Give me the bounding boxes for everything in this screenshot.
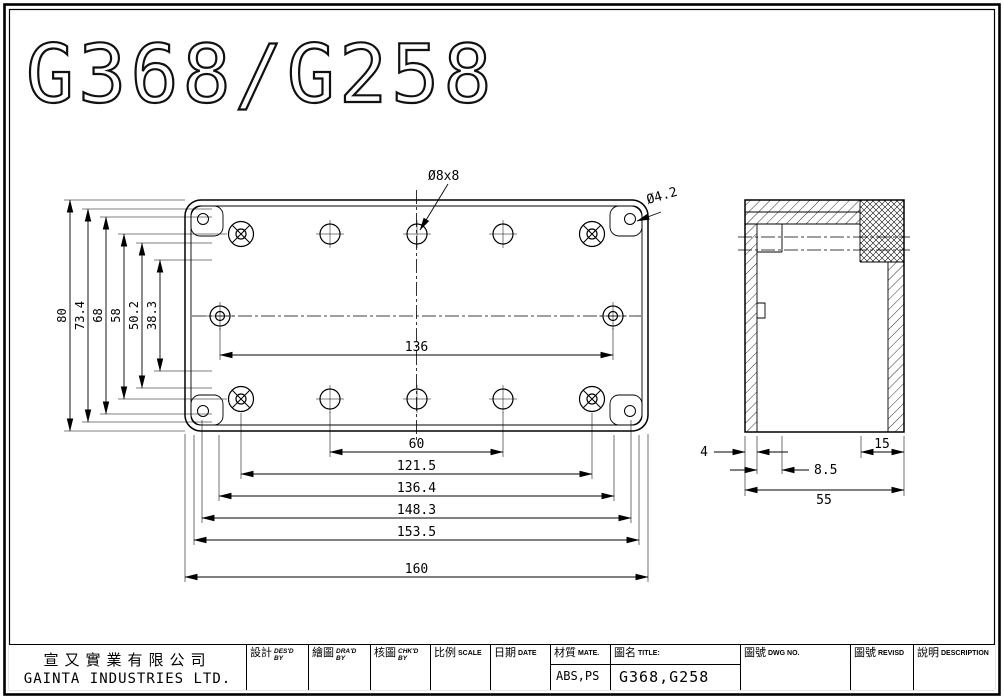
title-block: 宣又實業有限公司 GAINTA INDUSTRIES LTD. 設計 DES'D… (9, 644, 995, 690)
dim-58: 58 (109, 308, 123, 322)
dimension-lines (66, 199, 649, 581)
scale-cell: 比例 SCALE (431, 645, 491, 690)
dim-50-2: 50.2 (127, 301, 141, 330)
date-label-en: DATE (518, 650, 537, 657)
dwg-no-cell: 圖號 DWG NO. (741, 645, 851, 690)
revision-cell: 圖號 REVISD (851, 645, 914, 690)
revision-label-en: REVISD (878, 650, 905, 657)
drawing-name-label-cn: 圖名 (614, 647, 636, 659)
dim-73-4: 73.4 (73, 301, 87, 330)
drawn-label-cn: 繪圖 (312, 647, 334, 659)
centerlines (192, 190, 641, 442)
dwg-no-label-en: DWG NO. (768, 650, 800, 657)
leader-lines (419, 183, 662, 231)
checked-label-en2: BY (398, 655, 408, 663)
dim-136: 136 (405, 340, 428, 355)
dim-148-3: 148.3 (397, 503, 436, 518)
dim-121-5: 121.5 (397, 459, 436, 474)
dim-153-5: 153.5 (397, 525, 436, 540)
company-name-cn: 宣又實業有限公司 (43, 651, 212, 669)
corner-holes (197, 213, 636, 417)
hole-callout-label: Ø8x8 (428, 169, 459, 184)
designed-label-cn: 設計 (250, 647, 272, 659)
side-dimension-lines (714, 448, 905, 494)
dim-80: 80 (55, 308, 69, 322)
drawing-name-cell: 圖名 TITLE: G368,G258 (611, 645, 741, 690)
scale-label-cn: 比例 (434, 647, 456, 659)
top-view-dims: 80 73.4 68 58 50.2 38.3 136 60 121.5 136… (55, 169, 679, 577)
designed-label-en1: DES'D (274, 648, 294, 655)
side-centerlines (738, 236, 910, 251)
drawing-title: G368/G258 (26, 28, 495, 121)
revision-label-cn: 圖號 (854, 647, 876, 659)
material-label-en: MATE. (578, 650, 600, 657)
checked-label-cn: 核圖 (374, 647, 396, 659)
dim-136-4: 136.4 (397, 481, 436, 496)
side-view (714, 199, 910, 496)
dim-68: 68 (91, 308, 105, 322)
material-value: ABS,PS (556, 669, 600, 683)
checked-label-en1: CHK'D (398, 648, 419, 655)
side-structure (745, 200, 904, 432)
side-view-dims: 4 8.5 15 55 (700, 437, 890, 508)
dwg-no-label-cn: 圖號 (744, 647, 766, 659)
drawn-label-en1: DRA'D (336, 648, 357, 655)
description-label-en: DESCRIPTION (941, 650, 989, 657)
dim-4: 4 (700, 445, 708, 460)
description-cell: 說明 DESCRIPTION (914, 645, 995, 690)
material-label-cn: 材質 (554, 647, 576, 659)
description-label-cn: 說明 (917, 647, 939, 659)
date-label-cn: 日期 (494, 647, 516, 659)
date-cell: 日期 DATE (491, 645, 551, 690)
drawing-name-label-en: TITLE: (638, 650, 660, 657)
dim-15: 15 (874, 437, 890, 452)
dim-55: 55 (816, 493, 832, 508)
dim-60: 60 (409, 437, 425, 452)
drawn-label-en2: BY (336, 655, 346, 663)
drawing-name-value: G368,G258 (619, 668, 710, 686)
dim-38-3: 38.3 (145, 301, 159, 330)
company-cell: 宣又實業有限公司 GAINTA INDUSTRIES LTD. (9, 645, 247, 690)
designed-label-en2: BY (274, 655, 284, 663)
material-cell: 材質 MATE. ABS,PS (551, 645, 611, 690)
dim-160: 160 (405, 562, 428, 577)
dim-8-5: 8.5 (814, 463, 837, 478)
scale-label-en: SCALE (458, 650, 482, 657)
top-view (64, 183, 662, 582)
corner-screws (227, 220, 606, 413)
company-name-en: GAINTA INDUSTRIES LTD. (23, 670, 232, 687)
